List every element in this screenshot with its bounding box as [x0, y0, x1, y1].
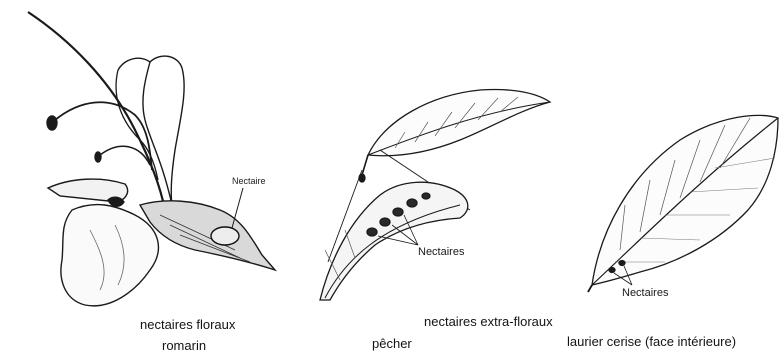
caption-cherry-laurel: laurier cerise (face intérieure)	[567, 334, 736, 349]
caption-rosemary: romarin	[162, 338, 206, 353]
rosemary-nectary-label: Nectaire	[232, 176, 266, 186]
caption-peach: pêcher	[372, 336, 412, 351]
peach-leaf-drawing	[320, 90, 550, 301]
laurel-leaf-drawing	[588, 115, 778, 292]
laurel-nectaries-label: Nectaires	[622, 287, 668, 299]
caption-floral-nectaries: nectaires floraux	[140, 317, 235, 332]
caption-extrafloral-nectaries: nectaires extra-floraux	[424, 314, 553, 329]
rosemary-flower-drawing	[28, 12, 275, 306]
peach-nectaries-label: Nectaires	[418, 246, 464, 258]
